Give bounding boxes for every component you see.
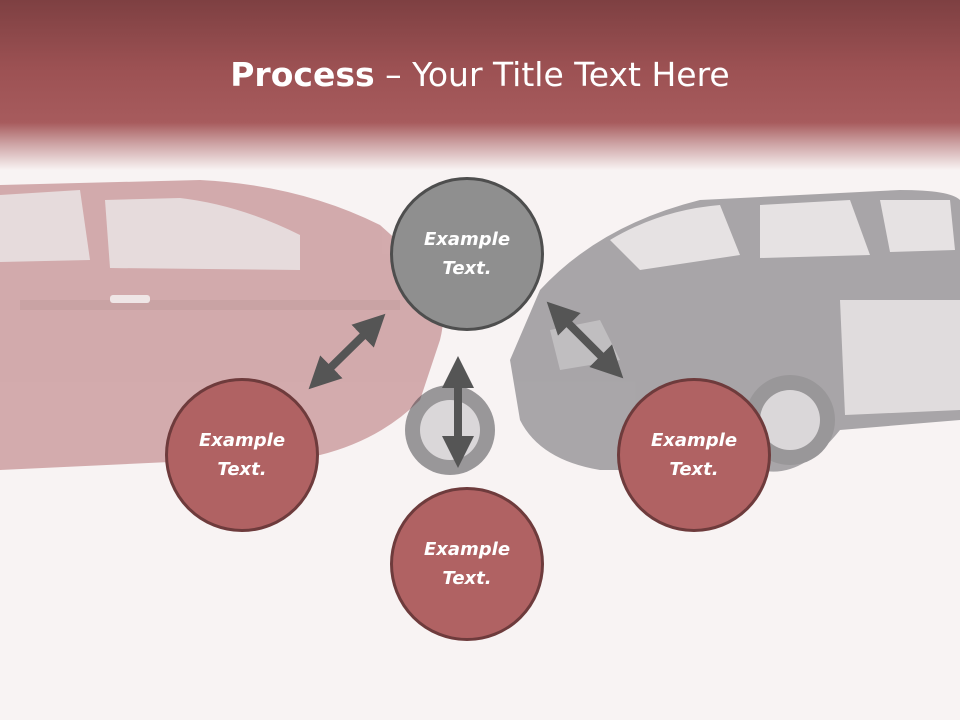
node-label-line1: Example: [423, 539, 511, 560]
node-label-line1: Example: [650, 430, 738, 451]
title-rest: – Your Title Text Here: [374, 55, 730, 94]
slide-title: Process – Your Title Text Here: [0, 52, 960, 98]
process-node-left[interactable]: Example Text.: [165, 378, 319, 532]
process-node-top[interactable]: Example Text.: [390, 177, 544, 331]
node-label-line1: Example: [423, 229, 511, 250]
double-arrow-icon: [308, 313, 386, 390]
double-arrow-icon: [546, 301, 624, 379]
node-label-line2: Text.: [442, 568, 492, 589]
node-label-line2: Text.: [217, 459, 267, 480]
node-label-line2: Text.: [442, 258, 492, 279]
title-bold: Process: [230, 55, 375, 94]
process-node-bottom[interactable]: Example Text.: [390, 487, 544, 641]
node-label-line1: Example: [198, 430, 286, 451]
process-node-right[interactable]: Example Text.: [617, 378, 771, 532]
header-band: [0, 0, 960, 170]
node-label-line2: Text.: [669, 459, 719, 480]
